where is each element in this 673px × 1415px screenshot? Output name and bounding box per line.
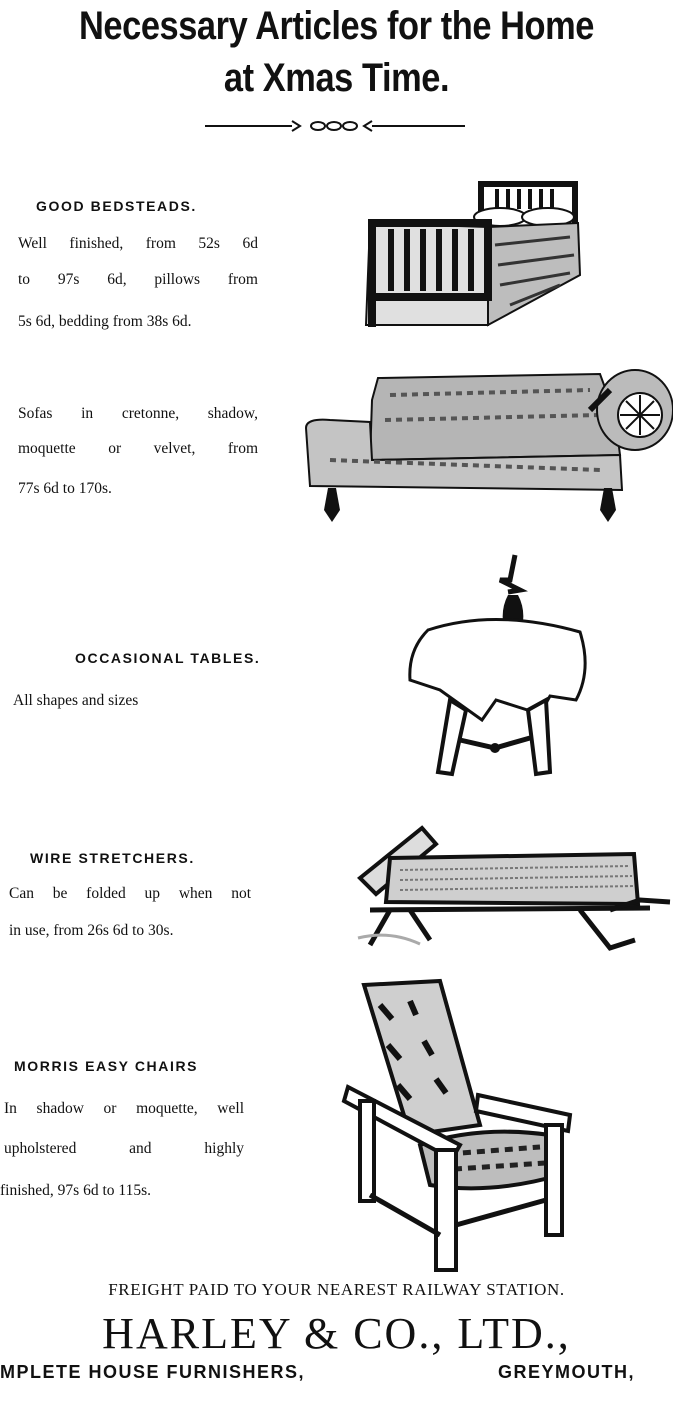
morris-chair-illustration xyxy=(341,978,573,1272)
item-text-tables-1: All shapes and sizes xyxy=(13,692,139,709)
company-name: HARLEY & CO., LTD., xyxy=(102,1309,571,1358)
item-title-chairs: MORRIS EASY CHAIRS xyxy=(14,1058,199,1074)
item-text-chairs-1: In shadow or moquette, well xyxy=(4,1100,244,1117)
wire-stretcher-illustration xyxy=(357,825,671,951)
company-town: GREYMOUTH, xyxy=(498,1362,636,1382)
freight-notice: FREIGHT PAID TO YOUR NEAREST RAILWAY STA… xyxy=(108,1280,565,1299)
item-text-bedsteads-2: to 97s 6d, pillows from xyxy=(18,271,258,288)
headline-line-1: Necessary Articles for the Home xyxy=(78,4,595,48)
item-text-chairs-3: finished, 97s 6d to 115s. xyxy=(0,1182,151,1199)
item-title-bedsteads: GOOD BEDSTEADS. xyxy=(36,198,197,214)
sofa-illustration xyxy=(304,369,673,522)
bedstead-illustration xyxy=(364,181,582,327)
item-title-tables: OCCASIONAL TABLES. xyxy=(75,650,261,666)
item-text-sofas-3: 77s 6d to 170s. xyxy=(18,480,112,497)
item-title-stretchers: WIRE STRETCHERS. xyxy=(30,850,195,866)
item-text-sofas-2: moquette or velvet, from xyxy=(18,440,258,457)
item-text-bedsteads-1: Well finished, from 52s 6d xyxy=(18,235,258,252)
item-text-stretchers-2: in use, from 26s 6d to 30s. xyxy=(9,922,174,939)
item-text-sofas-1: Sofas in cretonne, shadow, xyxy=(18,405,258,422)
item-text-chairs-2: upholstered and highly xyxy=(4,1140,244,1157)
company-tagline: MPLETE HOUSE FURNISHERS, xyxy=(0,1362,306,1382)
item-text-bedsteads-3: 5s 6d, bedding from 38s 6d. xyxy=(18,313,192,330)
item-text-stretchers-1: Can be folded up when not xyxy=(9,885,251,902)
occasional-table-illustration xyxy=(408,554,587,777)
headline-line-2: at Xmas Time. xyxy=(223,56,450,100)
